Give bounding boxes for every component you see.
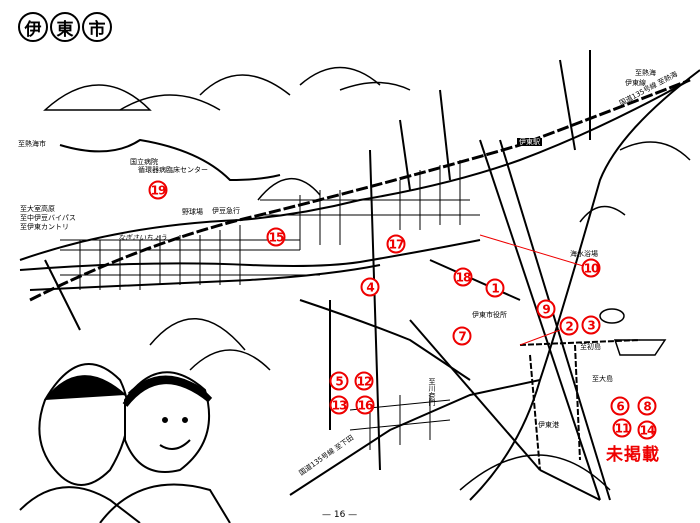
location-marker-15: 15 xyxy=(266,227,286,247)
label-nagisa: なぎさいちょう xyxy=(118,234,167,242)
location-marker-4: 4 xyxy=(360,277,380,297)
title-char: 東 xyxy=(50,12,80,42)
location-marker-16: 16 xyxy=(355,395,375,415)
label-to-kawana: 至川奈門 xyxy=(428,378,437,406)
location-marker-1: 1 xyxy=(485,278,505,298)
title-char: 市 xyxy=(82,12,112,42)
label-hospital-1: 国立病院 xyxy=(130,158,158,166)
label-to-hatsushima: 至初島 xyxy=(580,343,601,351)
label-to-atami-city: 至熱海市 xyxy=(18,140,46,148)
page-number: — 16 — xyxy=(322,510,358,520)
label-to-omuro: 至大室高原 xyxy=(20,205,55,213)
label-to-atami: 至熱海 xyxy=(635,69,656,77)
location-marker-9: 9 xyxy=(536,299,556,319)
location-marker-19: 19 xyxy=(148,180,168,200)
label-to-country: 至伊東カントリ xyxy=(20,223,69,231)
location-marker-5: 5 xyxy=(329,371,349,391)
street-grid xyxy=(60,160,480,450)
label-ito-line: 伊東線 xyxy=(625,79,646,87)
location-marker-12: 12 xyxy=(354,371,374,391)
label-to-oshima: 至大島 xyxy=(592,375,613,383)
label-to-nakaizu: 至中伊豆バイパス xyxy=(20,214,76,222)
label-hospital-2: 循環器病臨床センター xyxy=(138,166,208,174)
location-marker-13: 13 xyxy=(329,395,349,415)
location-marker-17: 17 xyxy=(386,234,406,254)
location-marker-7: 7 xyxy=(452,326,472,346)
island-icon xyxy=(599,308,625,324)
label-port: 伊東港 xyxy=(538,421,559,429)
coastline xyxy=(469,69,700,501)
location-marker-6: 6 xyxy=(610,396,630,416)
label-baseball: 野球場 xyxy=(182,208,203,216)
location-marker-2: 2 xyxy=(559,316,579,336)
location-marker-10: 10 xyxy=(581,258,601,278)
map-title: 伊 東 市 xyxy=(18,12,112,42)
label-beach: 海水浴場 xyxy=(570,250,598,258)
location-marker-11: 11 xyxy=(612,418,632,438)
railway-line xyxy=(29,78,691,302)
location-marker-18: 18 xyxy=(453,267,473,287)
cartoon-characters xyxy=(19,363,231,523)
location-marker-14: 14 xyxy=(637,420,657,440)
label-city-hall: 伊東市役所 xyxy=(472,311,507,319)
title-char: 伊 xyxy=(18,12,48,42)
location-marker-8: 8 xyxy=(637,396,657,416)
label-station: 伊東駅 xyxy=(517,138,542,147)
unlisted-label: 未掲載 xyxy=(606,445,660,465)
ship-icon xyxy=(613,339,667,356)
location-marker-3: 3 xyxy=(581,315,601,335)
label-izu-kyuko: 伊豆急行 xyxy=(212,207,240,215)
port-jetties xyxy=(519,339,641,471)
mountains xyxy=(43,66,691,491)
